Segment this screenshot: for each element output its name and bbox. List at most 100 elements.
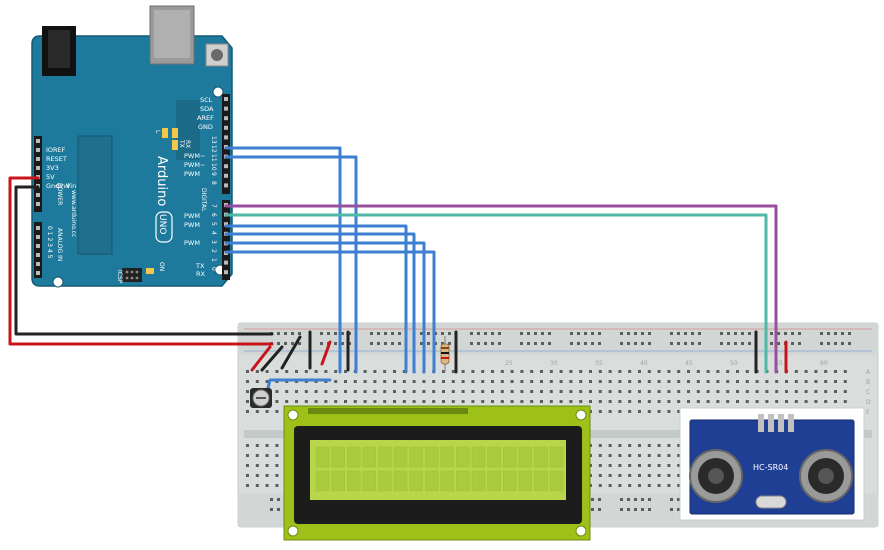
- breadboard-row-letters: A B C D E: [866, 369, 871, 416]
- digital-pin-numbers: 13 12 11 10 9 8 7 6 5 4 3 2 1 0: [210, 136, 217, 271]
- svg-text:9: 9: [210, 172, 217, 176]
- svg-text:C: C: [866, 389, 870, 396]
- resistor: [440, 336, 450, 372]
- svg-text:TX: TX: [195, 262, 205, 270]
- svg-text:50: 50: [730, 360, 738, 367]
- top-right-pin-labels: SCL SDA AREF GND: [197, 96, 214, 131]
- svg-text:AREF: AREF: [197, 114, 214, 122]
- power-pin-labels: IOREF RESET 3V3 5V Gnd Gnd Vin: [46, 146, 76, 190]
- led-tx-label: TX: [178, 139, 185, 148]
- ultrasonic-sensor: HC-SR04: [679, 407, 865, 521]
- lcd-module: [283, 405, 591, 541]
- svg-text:PWM~: PWM~: [184, 152, 205, 160]
- led-tx: [172, 128, 178, 138]
- svg-text:45: 45: [685, 360, 693, 367]
- wire-blue-3: [224, 224, 408, 374]
- lcd-pin-header: [308, 408, 468, 414]
- digital-header-high: [222, 94, 230, 194]
- svg-text:0: 0: [210, 267, 217, 271]
- svg-text:8: 8: [210, 181, 217, 185]
- led-l: [162, 128, 168, 138]
- digital-header-low: [222, 200, 230, 280]
- svg-text:GND: GND: [198, 123, 213, 131]
- svg-text:35: 35: [595, 360, 603, 367]
- svg-text:PWM: PWM: [184, 221, 200, 229]
- svg-text:PWM: PWM: [184, 239, 200, 247]
- sensor-model-label: HC-SR04: [753, 463, 788, 472]
- svg-text:3: 3: [210, 240, 217, 244]
- arduino-logo-text: Arduino: [154, 156, 169, 206]
- wire-blue-2: [224, 155, 358, 374]
- wire-blue-6: [224, 250, 436, 374]
- svg-text:11: 11: [210, 154, 217, 162]
- svg-text:A: A: [866, 369, 871, 376]
- jumper-black-1: [260, 345, 284, 372]
- svg-text:13: 13: [210, 136, 217, 144]
- led-l-label: L: [154, 130, 161, 134]
- svg-text:D: D: [866, 399, 871, 406]
- uno-badge: [155, 211, 173, 243]
- led-rx-label: RX: [184, 140, 191, 148]
- svg-text:RX: RX: [196, 270, 206, 278]
- led-on-label: ON: [158, 262, 165, 271]
- digital-label: DIGITAL: [200, 188, 207, 212]
- sensor-crystal: [755, 495, 787, 509]
- icsp-header: [122, 268, 142, 282]
- led-rx: [172, 140, 178, 150]
- svg-text:PWM: PWM: [184, 170, 200, 178]
- svg-text:60: 60: [820, 360, 828, 367]
- wire-blue-pot: [266, 378, 332, 390]
- svg-text:PWM: PWM: [184, 212, 200, 220]
- svg-text:SDA: SDA: [200, 105, 214, 113]
- jumper-red-2: [320, 340, 332, 366]
- potentiometer: [250, 388, 272, 408]
- uno-label: UNO: [157, 214, 167, 234]
- icsp-label: ICSP: [116, 270, 123, 284]
- svg-text:SCL: SCL: [200, 96, 213, 104]
- svg-text:Gnd: Gnd: [46, 182, 59, 190]
- website-label: www.arduino.cc: [70, 190, 77, 237]
- wire-purple: [224, 204, 778, 374]
- wire-blue-5: [224, 241, 426, 374]
- svg-text:RESET: RESET: [46, 155, 67, 163]
- wire-blue-1: [224, 146, 342, 374]
- svg-text:7: 7: [210, 204, 217, 208]
- svg-text:6: 6: [210, 213, 217, 217]
- analog-pin-numbers: 0 1 2 3 4 5: [46, 226, 53, 259]
- svg-text:5V: 5V: [46, 173, 55, 181]
- wires: [8, 146, 788, 390]
- svg-text:1: 1: [210, 258, 217, 262]
- svg-text:2: 2: [210, 249, 217, 253]
- pwm-labels: PWM~ PWM~ PWM PWM PWM PWM TX RX: [184, 152, 206, 278]
- svg-text:12: 12: [210, 145, 217, 153]
- jumper-red-1: [250, 345, 272, 372]
- lcd-character-cells: [315, 446, 564, 492]
- wire-5v-red: [8, 176, 274, 346]
- power-label: POWER: [56, 183, 63, 205]
- wire-gnd-black: [14, 185, 274, 336]
- svg-text:PWM~: PWM~: [184, 161, 205, 169]
- analog-header: [34, 222, 42, 278]
- svg-text:30: 30: [550, 360, 558, 367]
- microcontroller-chip: [77, 135, 113, 255]
- svg-text:4: 4: [210, 231, 217, 235]
- svg-text:40: 40: [640, 360, 648, 367]
- jumper-black-2: [280, 335, 302, 370]
- arduino-uno-board: IOREF RESET 3V3 5V Gnd Gnd Vin POWER ANA…: [31, 5, 233, 288]
- sensor-pins: [758, 414, 794, 432]
- power-header: [34, 136, 42, 212]
- analog-label: ANALOG IN: [56, 228, 63, 261]
- svg-text:5: 5: [210, 222, 217, 226]
- svg-text:IOREF: IOREF: [46, 146, 66, 154]
- svg-text:25: 25: [505, 360, 513, 367]
- breadboard-column-numbers: 25 30 35 40 45 50 55 60: [505, 360, 828, 367]
- svg-text:10: 10: [210, 163, 217, 171]
- svg-text:Vin: Vin: [66, 182, 76, 190]
- svg-text:Gnd: Gnd: [56, 182, 69, 190]
- svg-text:3V3: 3V3: [46, 164, 59, 172]
- svg-text:B: B: [866, 379, 870, 386]
- led-on: [146, 268, 154, 274]
- svg-text:E: E: [866, 409, 870, 416]
- wire-blue-4: [224, 232, 416, 374]
